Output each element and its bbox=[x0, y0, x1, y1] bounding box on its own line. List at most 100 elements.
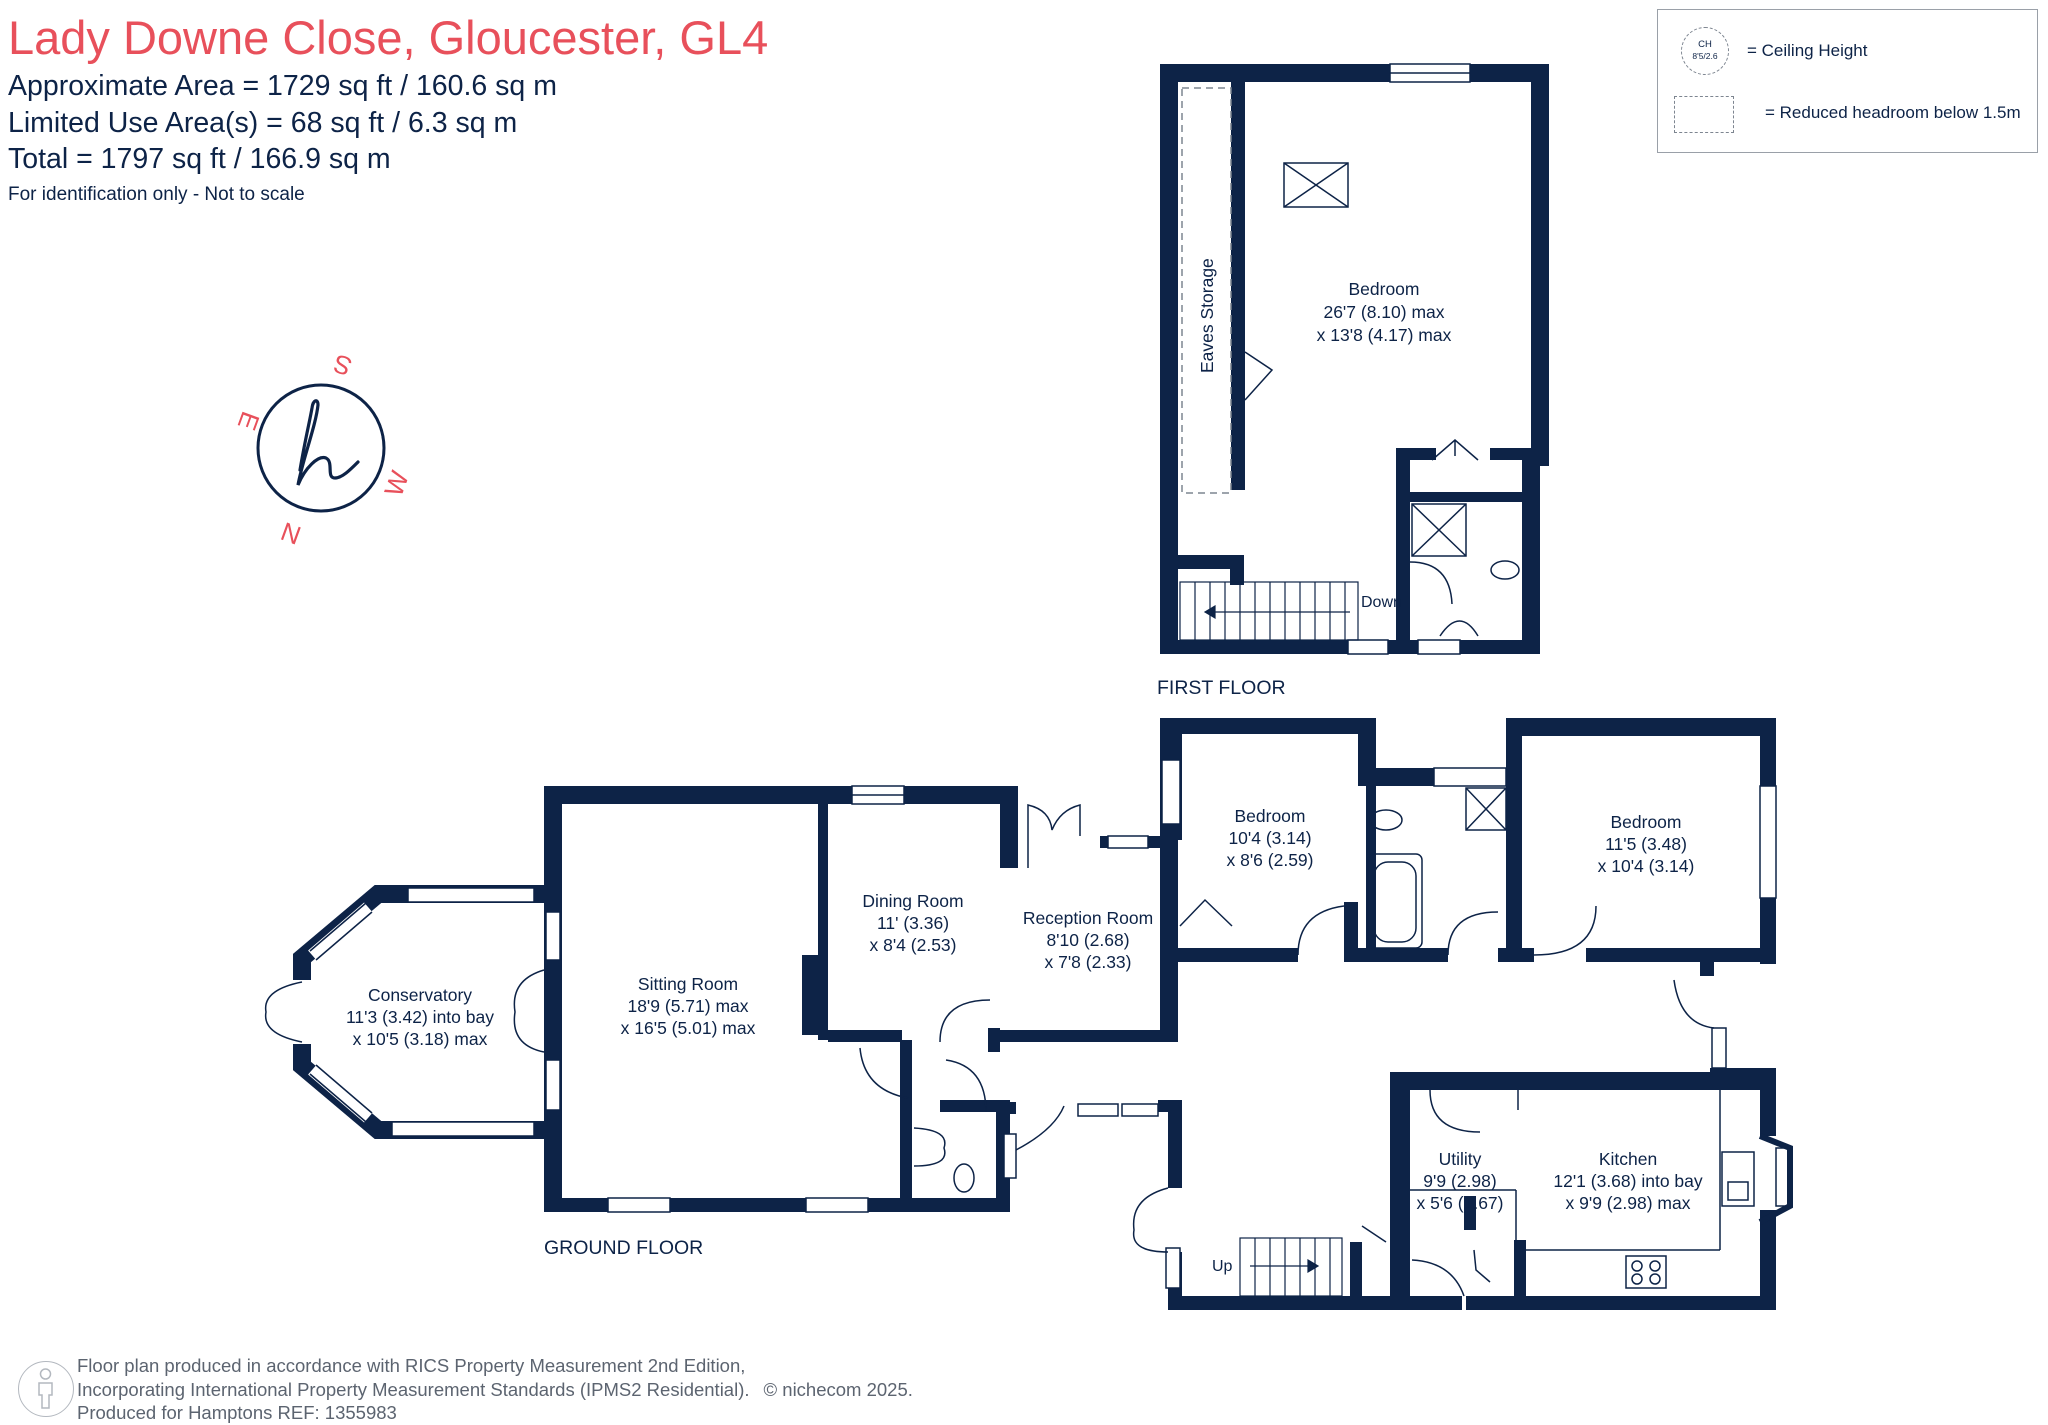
reception-room-dim1: 8'10 (2.68) bbox=[1046, 930, 1129, 950]
kitchen-dim2: x 9'9 (2.98) max bbox=[1566, 1193, 1691, 1213]
bedroom2-name: Bedroom bbox=[1234, 806, 1305, 826]
wall bbox=[1506, 718, 1522, 962]
reception-room-dim2: x 7'8 (2.33) bbox=[1045, 952, 1132, 972]
basin-icon bbox=[1439, 620, 1479, 637]
wall bbox=[1160, 718, 1376, 734]
wall bbox=[1160, 64, 1178, 654]
wall bbox=[828, 1030, 902, 1042]
reduced-headroom-label: = Reduced headroom below 1.5m bbox=[1765, 103, 2021, 122]
wall bbox=[996, 1102, 1010, 1212]
toilet-icon bbox=[1490, 560, 1520, 580]
skylight-cross bbox=[1283, 162, 1349, 208]
footer-line-3: Produced for Hamptons REF: 1355983 bbox=[77, 1402, 397, 1423]
wall bbox=[1506, 718, 1776, 736]
compass: S E W N bbox=[232, 348, 415, 551]
footer-copyright: © nichecom 2025. bbox=[763, 1378, 913, 1400]
wall bbox=[1390, 1072, 1776, 1090]
wall bbox=[1396, 448, 1436, 460]
reception-room-name: Reception Room bbox=[1023, 908, 1153, 928]
window bbox=[1003, 1133, 1017, 1179]
property-title: Lady Downe Close, Gloucester, GL4 bbox=[8, 11, 769, 64]
wall bbox=[900, 1040, 912, 1212]
wardrobe-doors bbox=[1431, 439, 1479, 461]
shower-tray bbox=[1465, 787, 1507, 831]
footer: Floor plan produced in accordance with R… bbox=[77, 1354, 913, 1425]
bathtub-icon bbox=[1367, 853, 1423, 949]
door-swing bbox=[939, 999, 991, 1043]
window bbox=[1711, 1027, 1727, 1069]
hob-icon bbox=[1625, 1255, 1667, 1289]
window bbox=[545, 1059, 561, 1111]
total-area: Total = 1797 sq ft / 166.9 sq m bbox=[8, 143, 391, 175]
wall bbox=[1522, 448, 1540, 654]
wall bbox=[1366, 786, 1376, 954]
wall bbox=[1000, 786, 1018, 868]
first-bedroom-dim1: 26'7 (8.10) max bbox=[1323, 302, 1444, 322]
stair-arrow-head bbox=[1203, 604, 1216, 620]
toilet-icon bbox=[1369, 809, 1403, 831]
first-bedroom-dim2: x 13'8 (4.17) max bbox=[1317, 325, 1452, 345]
wall bbox=[1178, 555, 1244, 569]
approximate-area: Approximate Area = 1729 sq ft / 160.6 sq… bbox=[8, 70, 557, 102]
wall bbox=[293, 885, 553, 980]
wall bbox=[1490, 448, 1530, 460]
ground-staircase bbox=[1239, 1237, 1343, 1297]
ground-floor-heading: GROUND FLOOR bbox=[544, 1237, 703, 1259]
shower-tray bbox=[1411, 503, 1467, 557]
wall bbox=[988, 1030, 1168, 1042]
staircase bbox=[1179, 581, 1359, 641]
window bbox=[391, 1121, 535, 1137]
wall bbox=[544, 786, 562, 1212]
first-bedroom-name: Bedroom bbox=[1348, 279, 1419, 299]
wall bbox=[1230, 555, 1244, 585]
door-swing bbox=[1447, 911, 1499, 956]
window bbox=[1433, 767, 1507, 787]
sitting-room-name: Sitting Room bbox=[638, 974, 738, 994]
reduced-headroom-icon bbox=[1674, 96, 1734, 133]
compass-west: W bbox=[378, 467, 415, 501]
cupboard-door bbox=[1473, 1249, 1491, 1283]
wall bbox=[1358, 718, 1376, 768]
conservatory-dim2: x 10'5 (3.18) max bbox=[353, 1029, 488, 1049]
conservatory-name: Conservatory bbox=[368, 985, 472, 1005]
stairs-down-label: Down bbox=[1361, 594, 1402, 611]
wall bbox=[1160, 836, 1178, 1042]
wall bbox=[996, 1102, 1016, 1114]
wall bbox=[1710, 1068, 1776, 1090]
first-floor-labels: Eaves Storage Bedroom 26'7 (8.10) max x … bbox=[1157, 258, 1452, 699]
identification-note: For identification only - Not to scale bbox=[8, 183, 305, 205]
wall bbox=[1531, 64, 1549, 466]
sink-bowl bbox=[1727, 1181, 1749, 1201]
ceiling-height-label: = Ceiling Height bbox=[1747, 41, 1868, 60]
door-swing bbox=[1533, 905, 1597, 956]
window bbox=[309, 1064, 373, 1123]
wall bbox=[940, 1100, 1010, 1112]
toilet-icon bbox=[953, 1163, 975, 1193]
wall bbox=[1358, 948, 1448, 962]
window bbox=[1107, 835, 1149, 849]
compass-ring bbox=[256, 383, 386, 513]
bedroom3-name: Bedroom bbox=[1610, 812, 1681, 832]
french-doors bbox=[1027, 804, 1081, 868]
ground-floor-labels: Conservatory 11'3 (3.42) into bay x 10'5… bbox=[346, 806, 1703, 1275]
ceiling-height-symbol-bottom: 8'5/2.6 bbox=[1692, 51, 1718, 61]
kitchen-name: Kitchen bbox=[1599, 1149, 1657, 1169]
window bbox=[1121, 1103, 1159, 1117]
bay-wall bbox=[1758, 1133, 1793, 1225]
utility-dim2: x 5'6 (1.67) bbox=[1417, 1193, 1504, 1213]
window bbox=[1161, 759, 1181, 825]
wall bbox=[1390, 1072, 1410, 1310]
french-doors bbox=[264, 981, 303, 1043]
eaves-storage-outline bbox=[1181, 87, 1232, 494]
door-swing bbox=[1015, 1105, 1065, 1151]
bedroom2-dim2: x 8'6 (2.59) bbox=[1227, 850, 1314, 870]
footer-line-1: Floor plan produced in accordance with R… bbox=[77, 1355, 746, 1376]
conservatory-dim1: 11'3 (3.42) into bay bbox=[346, 1007, 494, 1027]
ceiling-height-icon: CH 8'5/2.6 bbox=[1681, 27, 1729, 75]
legend-box: CH 8'5/2.6 = Ceiling Height = Reduced he… bbox=[1657, 9, 2038, 153]
utility-name: Utility bbox=[1439, 1149, 1482, 1169]
wall bbox=[1700, 948, 1714, 976]
wall bbox=[1168, 1296, 1462, 1310]
ceiling-height-symbol-top: CH bbox=[1698, 39, 1712, 50]
